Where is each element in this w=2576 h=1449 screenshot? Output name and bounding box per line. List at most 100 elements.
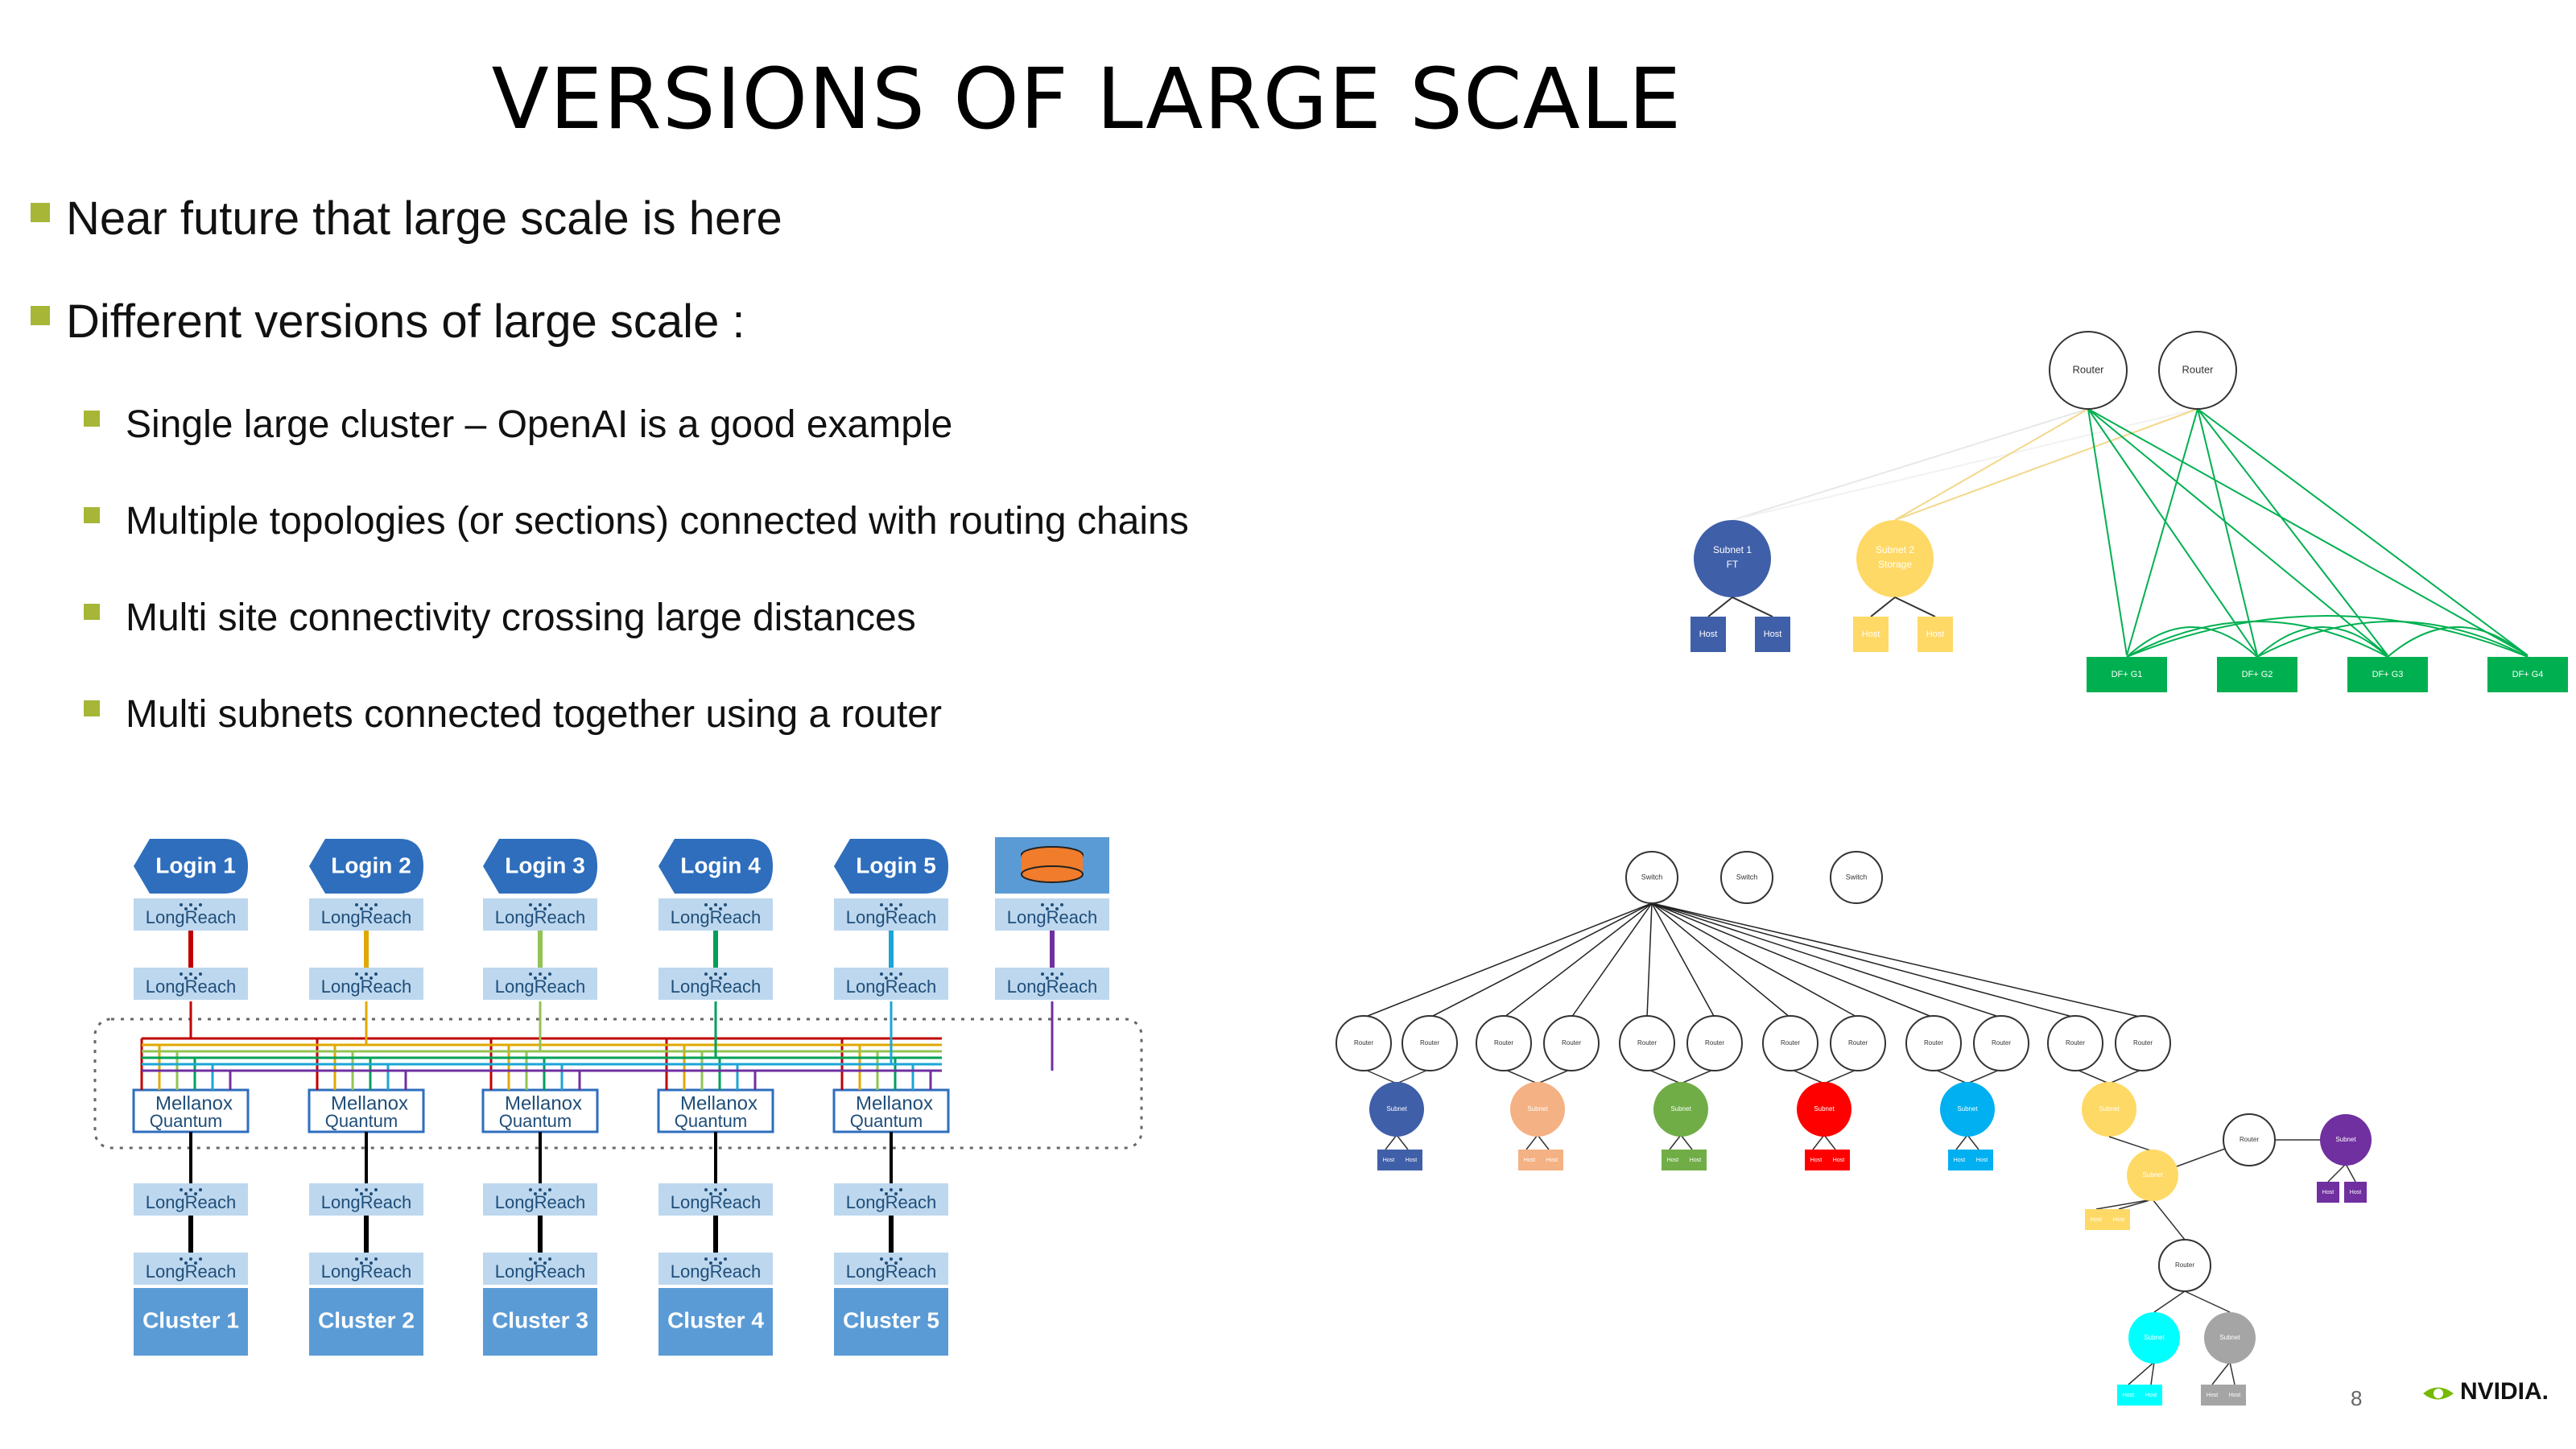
- subnet-node: [2127, 1150, 2178, 1201]
- host-node: [2317, 1182, 2339, 1203]
- subnet-node: [1510, 1082, 1565, 1137]
- router-node: [1335, 1015, 1392, 1071]
- subnet-node: [1369, 1082, 1424, 1137]
- login-label: Login 3: [505, 852, 585, 877]
- longreach-label: LongReach: [146, 1261, 237, 1282]
- host-label: Host: [1406, 1158, 1417, 1163]
- longreach-label: LongReach: [495, 907, 586, 927]
- longreach-dot: [539, 972, 542, 976]
- bullet-square-icon: [84, 604, 100, 620]
- longreach-dot: [199, 972, 202, 976]
- longreach-label: LongReach: [671, 976, 762, 997]
- longreach-dot: [543, 1261, 547, 1265]
- longreach-dot: [1041, 903, 1044, 906]
- host-label: Host: [2322, 1190, 2334, 1195]
- router-subnet-link: [1967, 1068, 2002, 1084]
- longreach-dot: [543, 907, 547, 910]
- switch-product: Quantum: [325, 1111, 398, 1131]
- longreach-dot: [1051, 972, 1054, 976]
- subnet-host-link: [1955, 1134, 1968, 1150]
- subnet-node: [1653, 1082, 1708, 1137]
- router-label: Router: [1705, 1039, 1724, 1046]
- longreach-dot: [184, 976, 188, 980]
- router-subnet-link: [1363, 1068, 1397, 1084]
- login-label: Login 1: [155, 852, 236, 877]
- subnet-label: Subnet: [1957, 1105, 1978, 1113]
- longreach-dot: [1060, 972, 1063, 976]
- subnet-label: Subnet: [1814, 1105, 1835, 1113]
- longreach-dot: [355, 1188, 358, 1191]
- bullet-square-icon: [31, 306, 50, 325]
- router-node: [2049, 331, 2128, 410]
- subnet-host-link: [1680, 1134, 1693, 1150]
- host-label: Host: [1833, 1158, 1844, 1163]
- longreach-dot: [539, 903, 542, 906]
- host-node: [1948, 1150, 1971, 1170]
- dragonfly-global-link: [2126, 626, 2258, 658]
- longreach-label: LongReach: [321, 976, 412, 997]
- host-label: Host: [2350, 1190, 2361, 1195]
- slide-title: VERSIONS OF LARGE SCALE: [491, 50, 1682, 148]
- host-node: [1377, 1150, 1400, 1170]
- switch-product: Quantum: [499, 1111, 572, 1131]
- router-node: [1973, 1015, 2029, 1071]
- host-label: Host: [1926, 630, 1945, 639]
- longreach-dot: [355, 903, 358, 906]
- router-node: [2047, 1015, 2103, 1071]
- subnet-node: [2204, 1312, 2256, 1364]
- longreach-dot: [704, 972, 708, 976]
- router-dragonfly-link: [2087, 408, 2529, 656]
- host-node: [1518, 1150, 1541, 1170]
- host-node: [2107, 1209, 2130, 1230]
- longreach-dot: [194, 1192, 197, 1195]
- dragonfly-global-link: [2126, 621, 2388, 658]
- longreach-dot: [894, 907, 898, 910]
- switch-node: [1830, 851, 1883, 904]
- host-node: [2344, 1182, 2367, 1203]
- longreach-dot: [1046, 907, 1049, 910]
- longreach-dot: [890, 1188, 893, 1191]
- longreach-dot: [719, 1261, 722, 1265]
- brand-text: NVIDIA.: [2460, 1378, 2549, 1405]
- longreach-dot: [365, 972, 368, 976]
- subnet-host-link: [1732, 597, 1773, 617]
- host-label: Host: [1954, 1158, 1965, 1163]
- host-node: [1690, 617, 1726, 652]
- subnet-sublabel: FT: [1727, 559, 1739, 570]
- sub-bullet-2-text: Multiple topologies (or sections) connec…: [126, 500, 1189, 543]
- subnet-host-link: [1707, 597, 1733, 617]
- longreach-dot: [899, 972, 902, 976]
- router-subnet-link: [1790, 1068, 1825, 1084]
- switch-router-link: [1651, 902, 1791, 1018]
- longreach-dot: [199, 903, 202, 906]
- longreach-dot: [1060, 903, 1063, 906]
- switch-router-link: [1571, 902, 1653, 1018]
- host-node: [1541, 1150, 1563, 1170]
- longreach-dot: [534, 1192, 537, 1195]
- switch-product: Quantum: [850, 1111, 923, 1131]
- bullet-square-icon: [84, 507, 100, 523]
- subnet-host-link: [2118, 1199, 2153, 1210]
- router-label: Router: [2066, 1039, 2085, 1046]
- longreach-dot: [184, 1261, 188, 1265]
- longreach-dot: [885, 1261, 888, 1265]
- longreach-dot: [890, 903, 893, 906]
- longreach-label: LongReach: [671, 1261, 762, 1282]
- longreach-dot: [885, 1192, 888, 1195]
- subnet-host-link: [2229, 1361, 2235, 1385]
- router-node: [2223, 1113, 2276, 1166]
- longreach-dot: [1051, 903, 1054, 906]
- longreach-dot: [374, 1257, 378, 1261]
- router-label: Router: [1848, 1039, 1868, 1046]
- longreach-dot: [189, 903, 192, 906]
- host-node: [2201, 1385, 2223, 1406]
- chain-link: [2153, 1290, 2186, 1313]
- longreach-dot: [709, 1192, 712, 1195]
- longreach-dot: [534, 976, 537, 980]
- longreach-dot: [529, 972, 532, 976]
- longreach-dot: [709, 1261, 712, 1265]
- longreach-dot: [1046, 976, 1049, 980]
- host-node: [1755, 617, 1790, 652]
- router-node: [1619, 1015, 1675, 1071]
- router-label: Router: [1924, 1039, 1943, 1046]
